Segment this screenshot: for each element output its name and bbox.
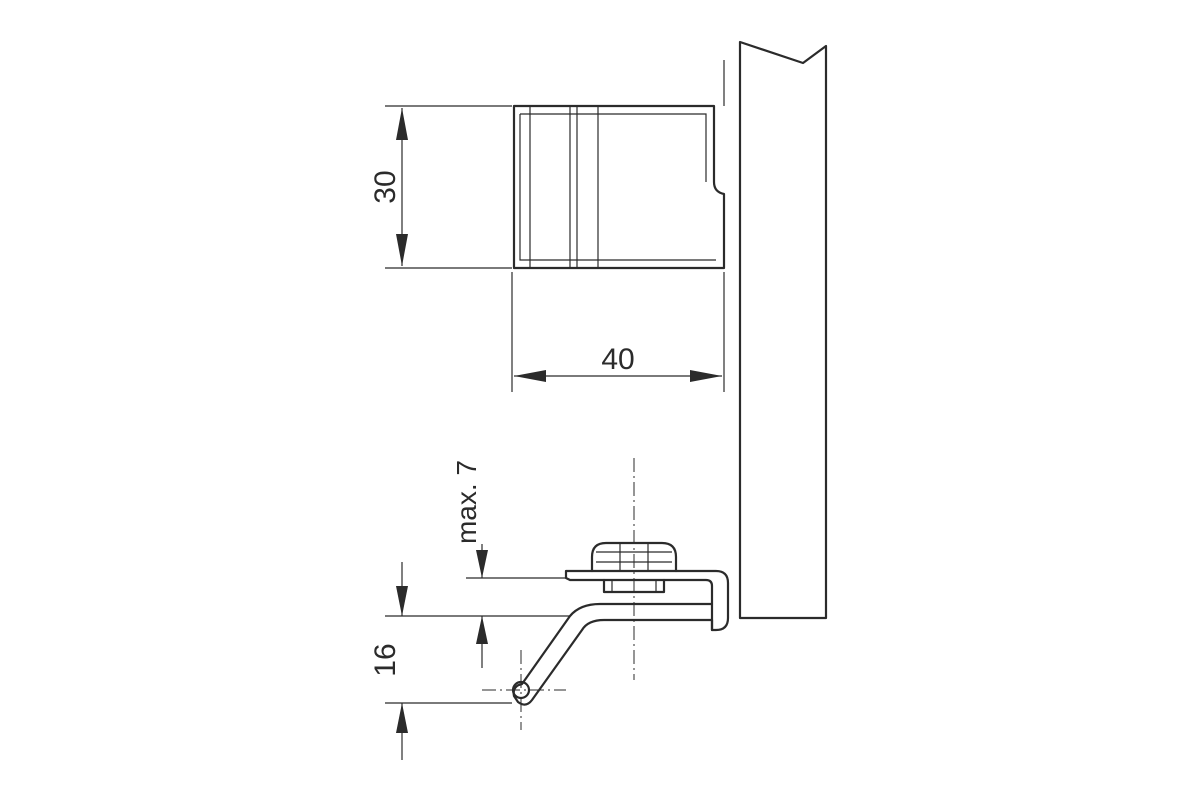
dimension-height-bottom: 16: [369, 562, 512, 760]
dimension-max-depth: max. 7: [451, 460, 570, 668]
dimension-label-max7: max. 7: [451, 460, 482, 544]
clip-body-top: [512, 60, 726, 270]
dimension-width-top: 40: [511, 272, 725, 392]
dimension-label-16: 16: [369, 643, 402, 676]
dimension-label-30: 30: [369, 170, 402, 203]
wall-profile: [738, 40, 828, 620]
dimension-height-top: 30: [369, 105, 512, 269]
dimension-label-40: 40: [601, 343, 634, 376]
